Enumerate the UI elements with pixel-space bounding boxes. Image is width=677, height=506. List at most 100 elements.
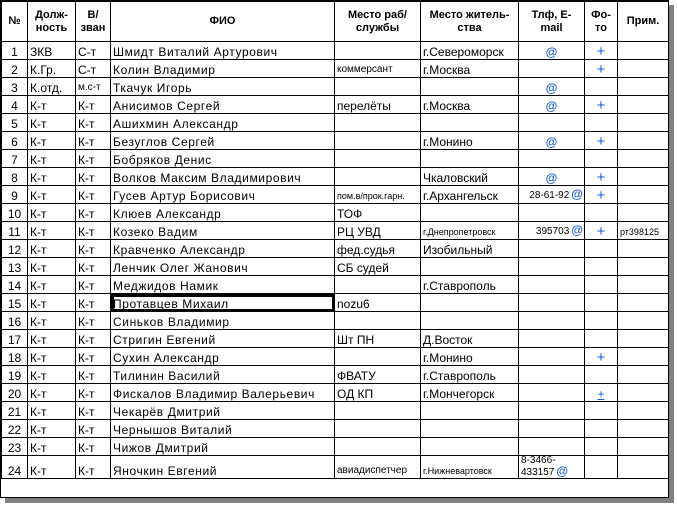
cell-work[interactable]: ОД КП bbox=[334, 383, 421, 402]
cell-phone[interactable] bbox=[518, 257, 585, 276]
cell-residence[interactable]: г.Москва bbox=[420, 59, 519, 78]
cell-fio[interactable]: Колин Владимир bbox=[110, 59, 335, 78]
cell-position[interactable]: К-т bbox=[27, 203, 76, 222]
cell-photo[interactable]: + bbox=[584, 131, 618, 150]
cell-num[interactable]: 19 bbox=[1, 365, 28, 384]
cell-fio[interactable]: Анисимов Сергей bbox=[110, 95, 335, 114]
cell-rank[interactable]: К-т bbox=[75, 401, 111, 420]
cell-note[interactable] bbox=[617, 41, 668, 60]
cell-residence[interactable] bbox=[420, 311, 519, 330]
cell-photo[interactable] bbox=[584, 239, 618, 258]
cell-fio[interactable]: Ткачук Игорь bbox=[110, 77, 335, 96]
cell-position[interactable]: К-т bbox=[27, 419, 76, 438]
cell-photo[interactable] bbox=[584, 149, 618, 168]
cell-residence[interactable]: г.Нижневартовск bbox=[420, 455, 519, 479]
cell-num[interactable]: 17 bbox=[1, 329, 28, 348]
cell-rank[interactable]: К-т bbox=[75, 293, 111, 312]
cell-rank[interactable]: К-т bbox=[75, 455, 111, 479]
cell-rank[interactable]: К-т bbox=[75, 365, 111, 384]
cell-fio[interactable]: Чернышов Виталий bbox=[110, 419, 335, 438]
cell-position[interactable]: К.Гр. bbox=[27, 59, 76, 78]
cell-photo[interactable]: + bbox=[584, 59, 618, 78]
photo-icon[interactable]: + bbox=[596, 43, 606, 60]
cell-photo[interactable] bbox=[584, 257, 618, 276]
cell-fio[interactable]: Стригин Евгений bbox=[110, 329, 335, 348]
cell-photo[interactable]: + bbox=[584, 221, 618, 240]
cell-note[interactable]: рт398125 bbox=[617, 221, 668, 240]
cell-photo[interactable] bbox=[584, 275, 618, 294]
cell-note[interactable] bbox=[617, 167, 668, 186]
cell-residence[interactable]: г.Североморск bbox=[420, 41, 519, 60]
cell-work[interactable] bbox=[334, 131, 421, 150]
cell-phone[interactable] bbox=[518, 401, 585, 420]
cell-fio[interactable]: Чекарёв Дмитрий bbox=[110, 401, 335, 420]
cell-rank[interactable]: К-т bbox=[75, 329, 111, 348]
cell-num[interactable]: 4 bbox=[1, 95, 28, 114]
cell-phone[interactable] bbox=[518, 347, 585, 366]
cell-rank[interactable]: К-т bbox=[75, 167, 111, 186]
cell-phone[interactable]: 8-3466-433157@ bbox=[518, 455, 585, 479]
cell-position[interactable]: К-т bbox=[27, 95, 76, 114]
cell-photo[interactable] bbox=[584, 113, 618, 132]
cell-position[interactable]: К-т bbox=[27, 401, 76, 420]
email-icon[interactable]: @ bbox=[556, 464, 569, 478]
cell-phone[interactable]: 28-61-92@ bbox=[518, 185, 585, 204]
cell-num[interactable]: 20 bbox=[1, 383, 28, 402]
cell-note[interactable] bbox=[617, 419, 668, 438]
cell-residence[interactable]: г.Ставрополь bbox=[420, 275, 519, 294]
cell-fio[interactable]: Фискалов Владимир Валерьевич bbox=[110, 383, 335, 402]
cell-rank[interactable]: К-т bbox=[75, 203, 111, 222]
cell-work[interactable] bbox=[334, 167, 421, 186]
cell-note[interactable] bbox=[617, 293, 668, 312]
cell-fio[interactable]: Кравченко Александр bbox=[110, 239, 335, 258]
cell-phone[interactable]: 395703@ bbox=[518, 221, 585, 240]
cell-fio[interactable]: Ашихмин Александр bbox=[110, 113, 335, 132]
cell-work[interactable] bbox=[334, 275, 421, 294]
cell-rank[interactable]: К-т bbox=[75, 383, 111, 402]
cell-num[interactable]: 3 bbox=[1, 77, 28, 96]
cell-note[interactable] bbox=[617, 347, 668, 366]
photo-icon[interactable]: + bbox=[597, 387, 605, 401]
cell-position[interactable]: К-т bbox=[27, 185, 76, 204]
cell-num[interactable]: 22 bbox=[1, 419, 28, 438]
cell-rank[interactable]: К-т bbox=[75, 185, 111, 204]
cell-rank[interactable]: К-т bbox=[75, 257, 111, 276]
cell-residence[interactable]: г.Мончегорск bbox=[420, 383, 519, 402]
cell-note[interactable] bbox=[617, 239, 668, 258]
cell-rank[interactable]: С-т bbox=[75, 41, 111, 60]
cell-residence[interactable]: г.Днепропетровск bbox=[420, 221, 519, 240]
cell-rank[interactable]: К-т bbox=[75, 437, 111, 456]
cell-work[interactable] bbox=[334, 149, 421, 168]
cell-rank[interactable]: К-т bbox=[75, 311, 111, 330]
cell-position[interactable]: К-т bbox=[27, 239, 76, 258]
cell-fio[interactable]: Шмидт Виталий Артурович bbox=[110, 41, 335, 60]
cell-note[interactable] bbox=[617, 185, 668, 204]
cell-residence[interactable] bbox=[420, 401, 519, 420]
cell-work[interactable] bbox=[334, 77, 421, 96]
cell-position[interactable]: К-т bbox=[27, 347, 76, 366]
cell-note[interactable] bbox=[617, 275, 668, 294]
cell-work[interactable]: коммерсант bbox=[334, 59, 421, 78]
cell-phone[interactable]: @ bbox=[518, 77, 585, 96]
cell-photo[interactable] bbox=[584, 311, 618, 330]
cell-fio[interactable]: Козеко Вадим bbox=[110, 221, 335, 240]
email-icon[interactable]: @ bbox=[545, 171, 558, 185]
cell-photo[interactable] bbox=[584, 419, 618, 438]
cell-work[interactable]: перелёты bbox=[334, 95, 421, 114]
cell-phone[interactable] bbox=[518, 203, 585, 222]
cell-fio[interactable]: Сухин Александр bbox=[110, 347, 335, 366]
cell-rank[interactable]: К-т bbox=[75, 239, 111, 258]
cell-photo[interactable] bbox=[584, 365, 618, 384]
cell-work[interactable]: Шт ПН bbox=[334, 329, 421, 348]
cell-residence[interactable] bbox=[420, 149, 519, 168]
cell-position[interactable]: К-т bbox=[27, 167, 76, 186]
cell-num[interactable]: 2 bbox=[1, 59, 28, 78]
cell-photo[interactable] bbox=[584, 455, 618, 479]
cell-position[interactable]: К-т bbox=[27, 437, 76, 456]
cell-work[interactable]: фед.судья bbox=[334, 239, 421, 258]
cell-phone[interactable] bbox=[518, 329, 585, 348]
cell-num[interactable]: 18 bbox=[1, 347, 28, 366]
cell-work[interactable] bbox=[334, 113, 421, 132]
cell-num[interactable]: 10 bbox=[1, 203, 28, 222]
email-icon[interactable]: @ bbox=[571, 187, 583, 201]
